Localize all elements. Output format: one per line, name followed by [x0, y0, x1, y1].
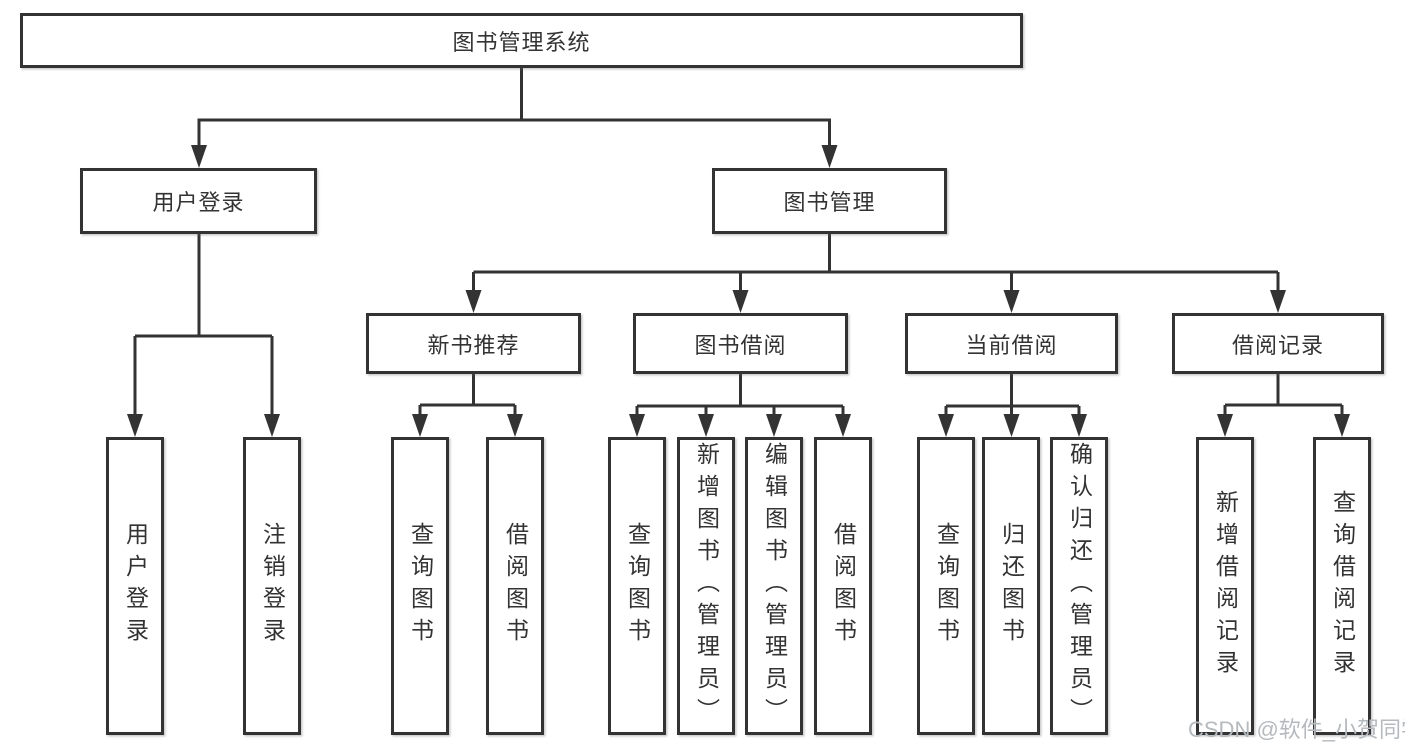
- arrowhead-icon: [1217, 414, 1233, 437]
- leaf-return-books: 归还图书: [982, 437, 1040, 735]
- arrowhead-icon: [766, 414, 782, 437]
- csdn-watermark: CSDN @软件_小贺同学: [1188, 717, 1405, 742]
- leaf-user-login: 用户登录: [106, 437, 164, 735]
- node-label: 确认归还（管理员）: [1066, 442, 1093, 730]
- node-label: 用户登录: [122, 522, 149, 650]
- node-label: 查询图书: [624, 522, 651, 650]
- arrowhead-icon: [938, 414, 954, 437]
- node-label: 编辑图书（管理员）: [761, 442, 788, 730]
- arrowhead-icon: [264, 414, 280, 437]
- leaf-borrow-books-recommend: 借阅图书: [486, 437, 544, 735]
- node-label: 注销登录: [259, 522, 286, 650]
- connector-book-borrow-to-leaves: [629, 374, 851, 437]
- arrowhead-icon: [732, 290, 749, 313]
- arrowhead-icon: [821, 145, 838, 168]
- node-label: 查询借阅记录: [1329, 490, 1356, 682]
- arrowhead-icon: [191, 145, 207, 168]
- connector-current-borrow-to-leaves: [938, 374, 1087, 437]
- connector-user-login-to-leaves: [127, 234, 280, 437]
- node-label: 新增图书（管理员）: [693, 442, 720, 730]
- node-label: 归还图书: [998, 522, 1025, 650]
- leaf-borrow-books: 借阅图书: [814, 437, 872, 735]
- node-borrow-records: 借阅记录: [1172, 313, 1384, 374]
- node-label: 借阅图书: [830, 522, 857, 650]
- node-label: 借阅记录: [1231, 332, 1324, 358]
- arrowhead-icon: [412, 414, 428, 437]
- connector-borrow-records-to-leaves: [1217, 374, 1350, 437]
- node-label: 新书推荐: [427, 332, 520, 358]
- leaf-add-borrow-record: 新增借阅记录: [1196, 437, 1254, 735]
- arrowhead-icon: [1334, 414, 1350, 437]
- node-label: 图书管理: [783, 190, 876, 215]
- node-book-borrow: 图书借阅: [633, 313, 848, 374]
- arrowhead-icon: [835, 414, 851, 437]
- node-new-book-recommend: 新书推荐: [366, 313, 581, 374]
- leaf-query-books-recommend: 查询图书: [391, 437, 449, 735]
- leaf-logout: 注销登录: [243, 437, 301, 735]
- connector-new-book-to-leaves: [412, 374, 523, 437]
- arrowhead-icon: [698, 414, 714, 437]
- arrowhead-icon: [1071, 414, 1087, 437]
- arrowhead-icon: [1270, 290, 1286, 313]
- arrowhead-icon: [507, 414, 523, 437]
- leaf-query-books-current: 查询图书: [917, 437, 975, 735]
- node-label: 新增借阅记录: [1212, 490, 1239, 682]
- arrowhead-icon: [629, 414, 645, 437]
- connector-root-to-branches: [191, 68, 838, 168]
- leaf-query-borrow-record: 查询借阅记录: [1313, 437, 1371, 735]
- arrowhead-icon: [1003, 414, 1020, 437]
- node-current-borrow: 当前借阅: [905, 313, 1118, 374]
- node-label: 用户登录: [152, 190, 245, 215]
- node-library-system: 图书管理系统: [20, 13, 1023, 68]
- node-user-login: 用户登录: [80, 168, 317, 234]
- node-label: 图书管理系统: [452, 29, 591, 55]
- node-label: 查询图书: [407, 522, 434, 650]
- node-book-management: 图书管理: [712, 168, 947, 234]
- leaf-confirm-return-admin: 确认归还（管理员）: [1050, 437, 1108, 735]
- node-label: 查询图书: [933, 522, 960, 650]
- arrowhead-icon: [465, 290, 482, 313]
- node-label: 图书借阅: [694, 332, 787, 358]
- arrowhead-icon: [1003, 290, 1020, 313]
- leaf-query-books-borrow: 查询图书: [608, 437, 666, 735]
- leaf-edit-books-admin: 编辑图书（管理员）: [745, 437, 803, 735]
- node-label: 当前借阅: [965, 332, 1058, 358]
- arrowhead-icon: [127, 414, 143, 437]
- connector-book-management-to-modules: [465, 234, 1286, 313]
- node-label: 借阅图书: [502, 522, 529, 650]
- leaf-add-books-admin: 新增图书（管理员）: [677, 437, 735, 735]
